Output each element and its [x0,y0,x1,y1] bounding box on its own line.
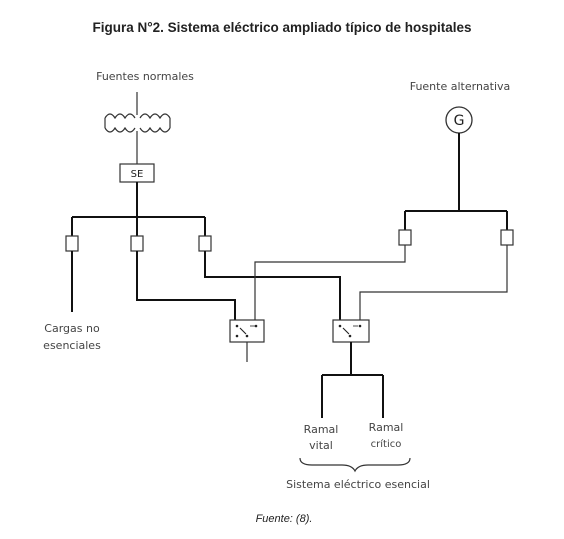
normal-feed-ats-1 [136,251,236,320]
figure-source-caption: Fuente: (8). [256,513,313,525]
non-essential-label-2: esenciales [43,339,101,352]
figure-title: Figura N°2. Sistema eléctrico ampliado t… [92,20,471,35]
breaker-life-normal [130,235,144,252]
life-branch-label-1: Ramal [304,423,339,436]
essential-system-brace [299,457,411,473]
emergency-feed-ats-1 [254,245,406,320]
normal-sources-label: Fuentes normales [96,70,194,83]
critical-branch-label-2: crítico [371,438,402,450]
service-entrance-box: SE [119,163,155,183]
non-essential-label-1: Cargas no [44,322,100,335]
breaker-non-essential [65,235,79,252]
transformer-icon [104,92,171,164]
transfer-switch-2 [332,319,370,343]
breaker-emergency-1 [398,229,412,246]
essential-system-label: Sistema eléctrico esencial [286,478,430,491]
normal-feed-ats-2 [204,251,341,320]
critical-branch-label-1: Ramal [369,421,404,434]
generator-symbol: G [454,113,465,129]
breaker-emergency-2 [500,229,514,246]
service-entrance-label: SE [131,169,144,180]
transfer-switch-1 [229,319,265,343]
emergency-feed-ats-2 [359,245,508,320]
life-branch-label-2: vital [309,439,333,452]
generator-icon: G [445,106,473,134]
alternative-source-label: Fuente alternativa [410,80,511,93]
breaker-critical-normal [198,235,212,252]
